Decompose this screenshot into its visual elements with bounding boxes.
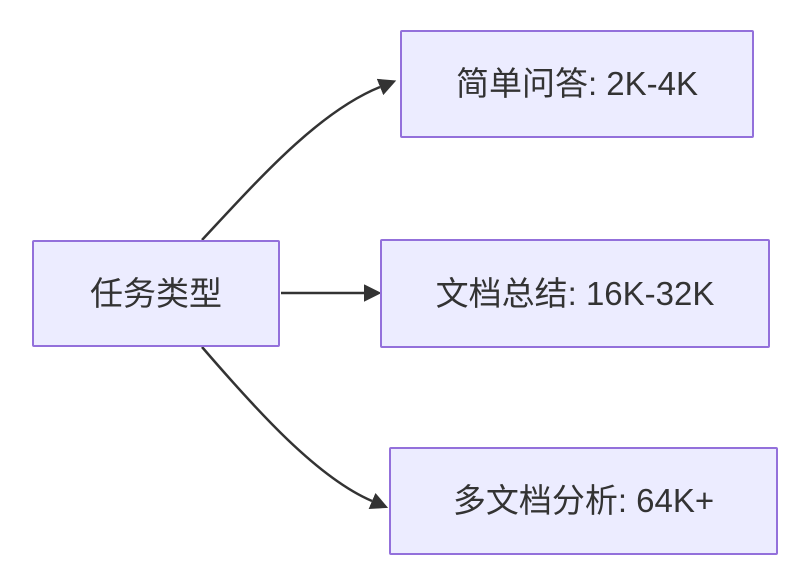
- edge-root-to-multi-doc: [201, 346, 389, 510]
- node-multi-doc-label: 多文档分析: 64K+: [452, 482, 715, 520]
- node-simple-qa-label: 简单问答: 2K-4K: [455, 65, 699, 103]
- node-task-type-label: 任务类型: [90, 274, 222, 312]
- node-task-type: 任务类型: [32, 240, 280, 347]
- node-multi-doc: 多文档分析: 64K+: [389, 447, 778, 555]
- node-simple-qa: 简单问答: 2K-4K: [400, 30, 754, 138]
- node-doc-summary-label: 文档总结: 16K-32K: [435, 274, 715, 312]
- node-doc-summary: 文档总结: 16K-32K: [380, 239, 770, 348]
- edge-root-to-simple-qa: [201, 78, 397, 241]
